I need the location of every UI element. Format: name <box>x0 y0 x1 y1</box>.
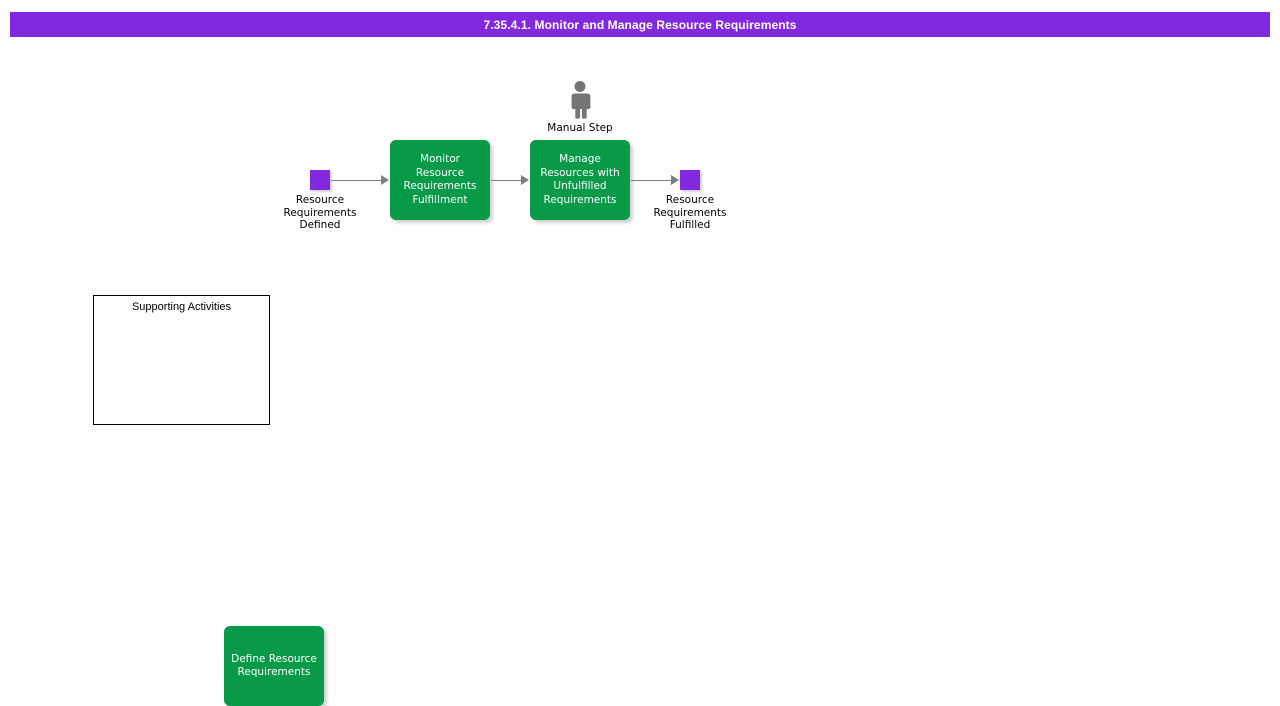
connector-monitor-to-manage <box>491 180 521 181</box>
page-title-bar: 7.35.4.1. Monitor and Manage Resource Re… <box>10 12 1270 37</box>
manual-step-label: Manual Step <box>547 122 613 134</box>
supporting-activities-group: Supporting Activities Define Resource Re… <box>93 295 324 706</box>
activity-label-manage: Manage Resources with Unfulfilled Requir… <box>540 153 620 206</box>
activity-label-define: Define Resource Requirements <box>231 652 317 679</box>
person-icon <box>571 81 591 119</box>
event-label-resource-requirements-fulfilled: Resource Requirements Fulfilled <box>653 194 727 231</box>
event-node-resource-requirements-defined[interactable] <box>310 170 330 190</box>
activity-label-monitor: Monitor Resource Requirements Fulfillmen… <box>403 153 477 206</box>
connector-start-to-monitor <box>331 180 381 181</box>
arrowhead-icon-monitor-to-manage <box>521 175 529 185</box>
arrowhead-icon-start-to-monitor <box>381 175 389 185</box>
activity-manage-resources-with-unfulfilled-requirements[interactable]: Manage Resources with Unfulfilled Requir… <box>530 140 630 220</box>
activity-monitor-resource-requirements-fulfillment[interactable]: Monitor Resource Requirements Fulfillmen… <box>390 140 490 220</box>
supporting-activities-title: Supporting Activities <box>131 301 232 313</box>
page-title: 7.35.4.1. Monitor and Manage Resource Re… <box>483 17 797 32</box>
event-node-resource-requirements-fulfilled[interactable] <box>680 170 700 190</box>
manual-step-marker: Manual Step <box>530 80 630 134</box>
activity-define-resource-requirements[interactable]: Define Resource Requirements <box>224 626 324 706</box>
connector-manage-to-end <box>631 180 671 181</box>
event-label-resource-requirements-defined: Resource Requirements Defined <box>283 194 357 231</box>
arrowhead-icon-manage-to-end <box>671 175 679 185</box>
diagram-canvas: Resource Requirements Defined Monitor Re… <box>93 80 727 706</box>
